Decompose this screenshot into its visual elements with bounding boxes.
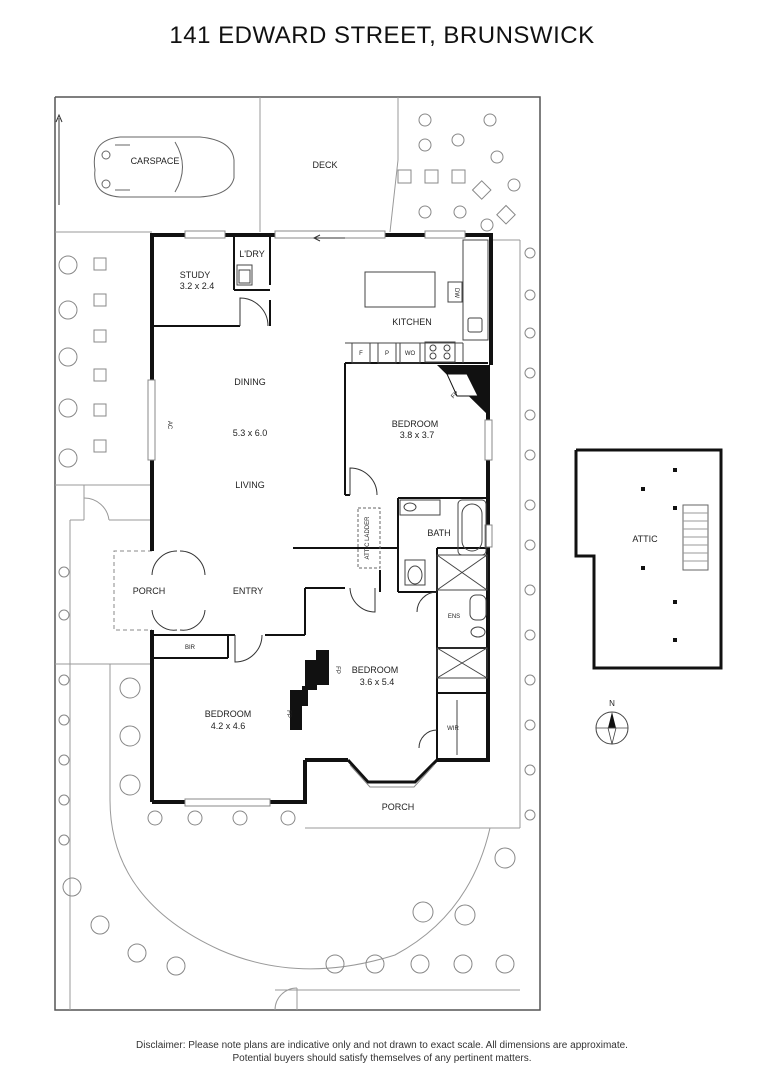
label-kitchen: KITCHEN <box>392 317 432 327</box>
property-boundary <box>54 96 541 1011</box>
label-study-dim: 3.2 x 2.4 <box>180 281 215 291</box>
label-bedroom-3-dim: 4.2 x 4.6 <box>211 721 246 731</box>
label-study: STUDY <box>180 270 211 280</box>
kitchen-fittings <box>345 239 489 364</box>
bay-window-glass <box>349 764 435 788</box>
label-bedroom-3: BEDROOM <box>205 709 252 719</box>
label-compass-north: N <box>609 699 615 708</box>
label-dw: DW <box>453 288 459 298</box>
garden-shrubs <box>58 113 536 976</box>
label-bedroom-2: BEDROOM <box>352 665 399 675</box>
compass-icon <box>595 711 629 745</box>
label-deck: DECK <box>312 160 337 170</box>
label-bedroom-2-dim: 3.6 x 5.4 <box>360 677 395 687</box>
label-wall-oven: WO <box>405 351 416 357</box>
label-dining: DINING <box>234 377 266 387</box>
attic-plan <box>574 448 723 670</box>
windows <box>147 230 493 807</box>
side-porch-outline <box>113 550 152 631</box>
disclaimer-line-1: Disclaimer: Please note plans are indica… <box>136 1040 628 1051</box>
driveway-arrow-icon <box>55 113 63 205</box>
external-walls <box>150 233 493 804</box>
label-bath: BATH <box>427 528 450 538</box>
label-wir: WIR <box>447 726 459 732</box>
label-bir: BIR <box>185 645 196 651</box>
door-swings <box>151 297 438 749</box>
label-fridge: F <box>359 351 363 357</box>
label-ac: AC <box>166 421 172 430</box>
site-lines <box>55 97 521 1011</box>
bath-fittings <box>399 499 488 755</box>
label-fp-bedroom-3: FP <box>285 710 291 718</box>
label-bedroom-1: BEDROOM <box>392 419 439 429</box>
label-living: LIVING <box>235 480 265 490</box>
attic-ladder-outline <box>357 507 381 569</box>
internal-walls <box>152 235 488 760</box>
disclaimer: Disclaimer: Please note plans are indica… <box>0 1039 764 1065</box>
label-entry: ENTRY <box>233 586 263 596</box>
sliding-door-arrow-icon <box>312 234 345 242</box>
plan-title: 141 EDWARD STREET, BRUNSWICK <box>169 22 595 49</box>
label-fp-bedroom-2: FP <box>334 666 340 674</box>
label-attic-ladder: ATTIC LADDER <box>365 516 371 560</box>
car-icon <box>93 136 235 198</box>
room-labels: CARSPACE DECK STUDY 3.2 x 2.4 L'DRY KITC… <box>131 156 659 812</box>
label-laundry: L'DRY <box>239 249 265 259</box>
small-labels: ENS BIR WIR DW F P WO FP FP FP AC ATTIC … <box>166 288 615 732</box>
label-attic: ATTIC <box>632 534 658 544</box>
label-bedroom-1-dim: 3.8 x 3.7 <box>400 430 435 440</box>
bay-window <box>346 758 439 784</box>
disclaimer-line-2: Potential buyers should satisfy themselv… <box>232 1053 532 1064</box>
laundry-fittings <box>236 264 253 286</box>
label-living-dim: 5.3 x 6.0 <box>233 428 268 438</box>
label-carspace: CARSPACE <box>131 156 180 166</box>
label-fp-bedroom-1: FP <box>450 390 460 400</box>
label-ens: ENS <box>448 614 460 620</box>
label-porch-side: PORCH <box>133 586 166 596</box>
label-porch-front: PORCH <box>382 802 415 812</box>
label-pantry: P <box>385 351 389 357</box>
bedroom-fireplace-hearth <box>446 373 479 397</box>
